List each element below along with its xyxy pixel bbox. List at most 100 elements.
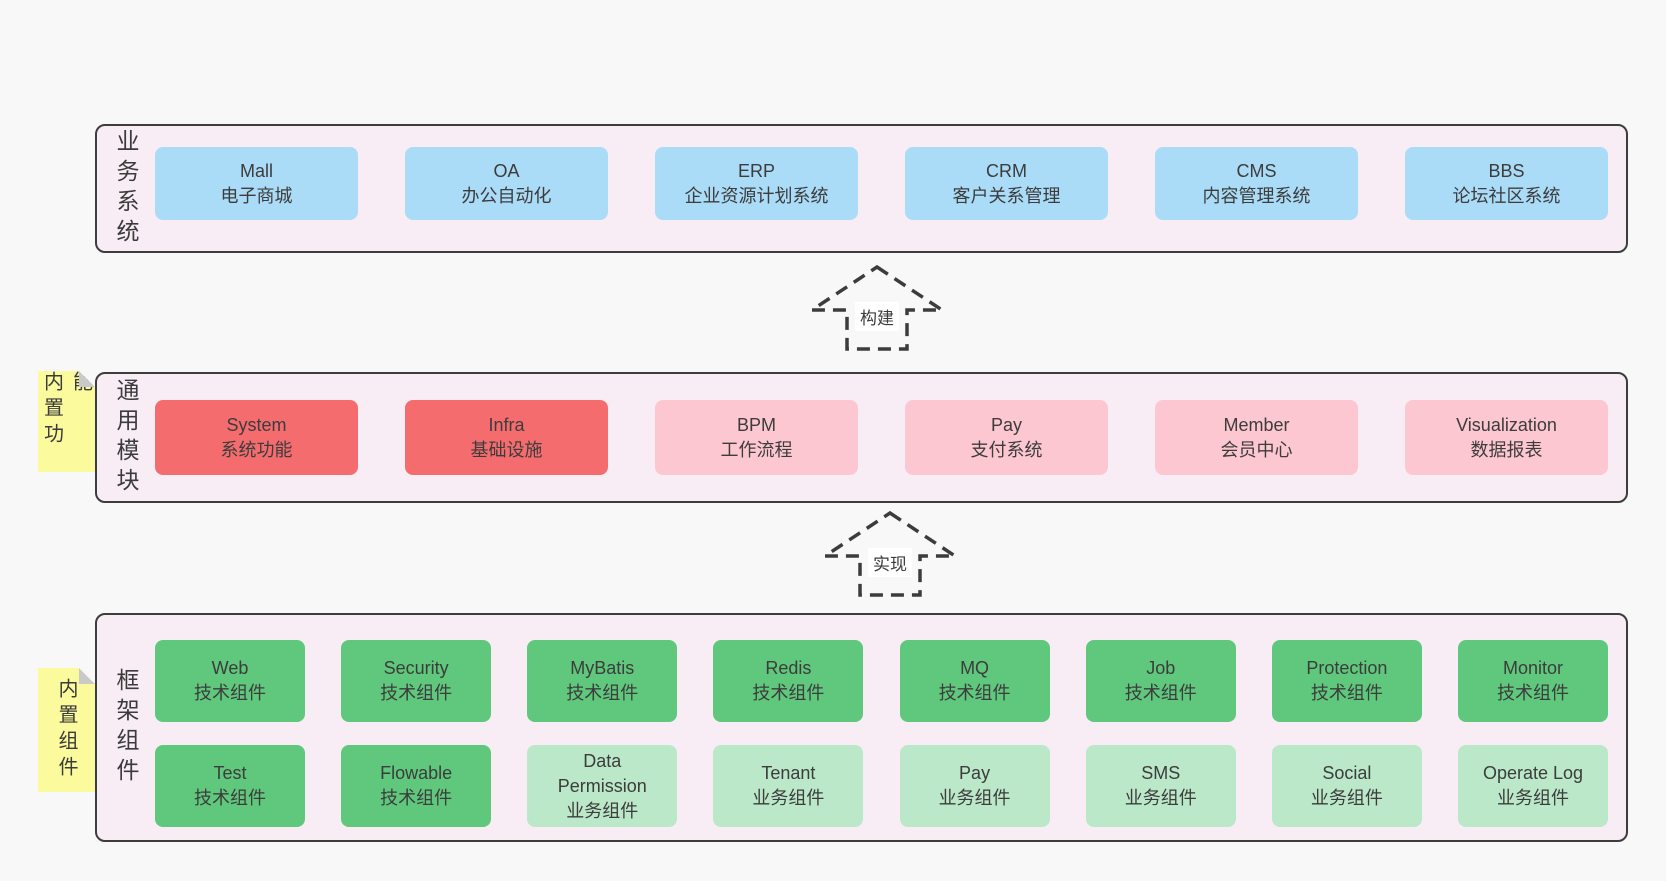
box-title: Redis	[765, 658, 812, 678]
box-web: Web 技术组件	[155, 640, 305, 722]
layer-framework-components: 框架组件 Web 技术组件 Security 技术组件 MyBatis 技术组件…	[95, 613, 1628, 842]
box-title: Protection	[1306, 658, 1388, 678]
sticky-note-builtin-features: 内置功能	[38, 371, 95, 472]
box-subtitle: 技术组件	[380, 683, 453, 703]
box-operate-log: Operate Log 业务组件	[1457, 745, 1608, 827]
box-erp: ERP 企业资源计划系统	[655, 147, 858, 220]
box-subtitle: 技术组件	[938, 683, 1011, 703]
box-mybatis: MyBatis 技术组件	[527, 640, 678, 722]
box-redis: Redis 技术组件	[713, 640, 864, 722]
box-title: Operate Log	[1482, 763, 1584, 783]
box-title: BBS	[1488, 160, 1525, 181]
box-title: MQ	[960, 658, 990, 678]
box-title: Visualization	[1456, 414, 1557, 435]
box-title: Web	[211, 658, 249, 678]
box-subtitle: 系统功能	[220, 439, 293, 460]
implement-arrow-label: 实现	[868, 548, 912, 577]
box-title: Social	[1322, 763, 1372, 783]
box-sms: SMS 业务组件	[1085, 745, 1236, 827]
box-subtitle: 技术组件	[194, 788, 266, 808]
box-subtitle: 办公自动化	[461, 185, 552, 206]
box-title: Job	[1146, 658, 1176, 678]
box-title: System	[226, 414, 287, 435]
box-pay-component: Pay 业务组件	[899, 745, 1050, 827]
box-crm: CRM 客户关系管理	[905, 147, 1108, 220]
components-box-row-1: Web 技术组件 Security 技术组件 MyBatis 技术组件 Redi…	[155, 640, 1608, 722]
layer-common-modules: 通用模块 System 系统功能 Infra 基础设施 BPM 工作流程 Pay…	[95, 372, 1628, 503]
box-job: Job 技术组件	[1085, 640, 1236, 722]
box-title: Flowable	[380, 763, 453, 783]
box-subtitle: 支付系统	[970, 439, 1043, 460]
up-arrow-icon	[825, 510, 955, 597]
layer-business-systems: 业务系统 Mall 电子商城 OA 办公自动化 ERP 企业资源计划系统 CRM…	[95, 124, 1628, 253]
box-subtitle: 技术组件	[752, 683, 825, 703]
box-title: Pay	[990, 414, 1023, 435]
box-security: Security 技术组件	[341, 640, 492, 722]
box-data-permission: Data Permission 业务组件	[527, 745, 678, 827]
box-subtitle: 技术组件	[1496, 683, 1569, 703]
implement-arrow: 实现	[825, 510, 955, 598]
box-title: Security	[383, 658, 449, 678]
box-title: Monitor	[1502, 658, 1563, 678]
box-subtitle: 业务组件	[1124, 788, 1197, 808]
box-title: Member	[1223, 414, 1290, 435]
box-monitor: Monitor 技术组件	[1457, 640, 1608, 722]
box-protection: Protection 技术组件	[1271, 640, 1422, 722]
components-box-row-2: Test 技术组件 Flowable 技术组件 Data Permission …	[155, 745, 1608, 827]
box-subtitle: 技术组件	[1310, 683, 1383, 703]
box-subtitle: 工作流程	[720, 439, 793, 460]
box-subtitle: 论坛社区系统	[1452, 185, 1561, 206]
business-box-row: Mall 电子商城 OA 办公自动化 ERP 企业资源计划系统 CRM 客户关系…	[155, 147, 1608, 220]
box-subtitle: 会员中心	[1220, 439, 1293, 460]
box-title: SMS	[1141, 763, 1181, 783]
box-subtitle: 技术组件	[380, 788, 453, 808]
box-cms: CMS 内容管理系统	[1155, 147, 1358, 220]
box-subtitle: 数据报表	[1470, 439, 1543, 460]
box-oa: OA 办公自动化	[405, 147, 608, 220]
sticky-note-builtin-components: 内置组件	[38, 668, 95, 792]
box-title: CMS	[1236, 160, 1277, 181]
box-social: Social 业务组件	[1271, 745, 1422, 827]
box-subtitle: 业务组件	[1496, 788, 1569, 808]
box-subtitle: 客户关系管理	[952, 185, 1061, 206]
layer-modules-label: 通用模块	[113, 377, 139, 498]
box-title: Tenant	[761, 763, 816, 783]
box-title: Test	[213, 763, 247, 783]
box-subtitle: 电子商城	[220, 185, 293, 206]
box-test: Test 技术组件	[155, 745, 305, 827]
box-title: Infra	[488, 414, 525, 435]
box-subtitle: 业务组件	[938, 788, 1011, 808]
box-subtitle: 技术组件	[194, 683, 266, 703]
box-subtitle: 业务组件	[1310, 788, 1383, 808]
box-bbs: BBS 论坛社区系统	[1405, 147, 1608, 220]
box-tenant: Tenant 业务组件	[713, 745, 864, 827]
box-title: BPM	[736, 414, 776, 435]
build-arrow: 构建	[812, 264, 942, 352]
box-visualization: Visualization 数据报表	[1405, 400, 1608, 475]
box-subtitle: 企业资源计划系统	[684, 185, 829, 206]
box-flowable: Flowable 技术组件	[341, 745, 492, 827]
build-arrow-label: 构建	[855, 302, 899, 331]
box-subtitle: 业务组件	[752, 788, 825, 808]
layer-components-label: 框架组件	[113, 667, 139, 788]
box-member: Member 会员中心	[1155, 400, 1358, 475]
box-subtitle: 技术组件	[566, 683, 639, 703]
box-title: Data Permission	[557, 750, 647, 796]
box-system: System 系统功能	[155, 400, 358, 475]
box-subtitle: 内容管理系统	[1202, 185, 1311, 206]
box-mq: MQ 技术组件	[899, 640, 1050, 722]
up-arrow-icon	[812, 264, 942, 351]
box-subtitle: 业务组件	[566, 800, 639, 821]
box-subtitle: 技术组件	[1124, 683, 1197, 703]
box-mall: Mall 电子商城	[155, 147, 358, 220]
modules-box-row: System 系统功能 Infra 基础设施 BPM 工作流程 Pay 支付系统…	[155, 400, 1608, 475]
box-title: Mall	[239, 160, 273, 181]
box-title: ERP	[737, 160, 775, 181]
box-title: OA	[493, 160, 520, 181]
box-subtitle: 基础设施	[470, 439, 543, 460]
box-title: MyBatis	[570, 658, 635, 678]
box-title: CRM	[986, 160, 1027, 181]
box-pay-system: Pay 支付系统	[905, 400, 1108, 475]
layer-business-label: 业务系统	[113, 128, 139, 249]
